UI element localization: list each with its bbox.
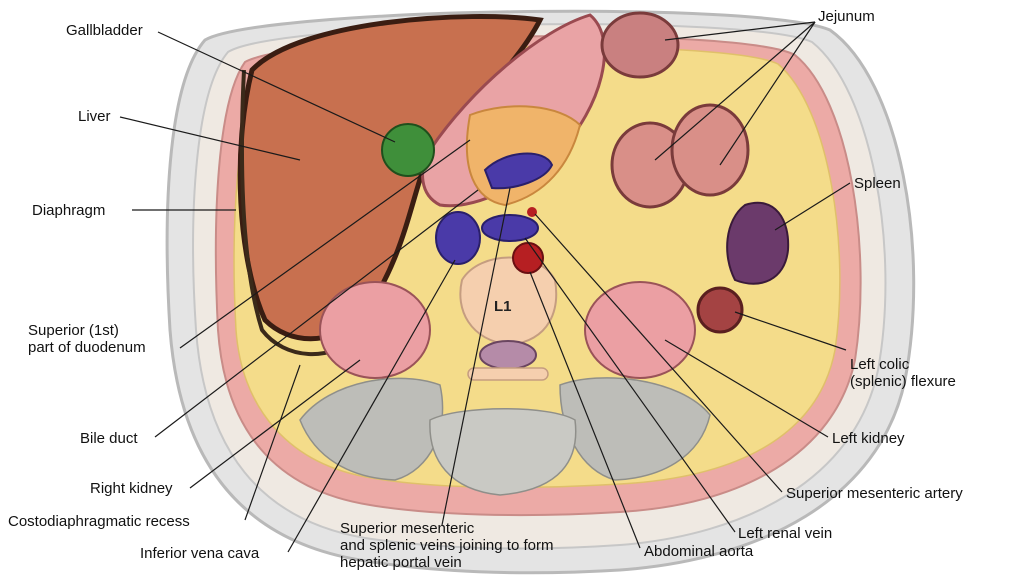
label-costodiaphragmatic: Costodiaphragmatic recess [8,513,190,530]
label-sma: Superior mesenteric artery [786,485,963,502]
label-gallbladder: Gallbladder [66,22,143,39]
label-portal-vein: Superior mesenteric and splenic veins jo… [340,520,553,571]
spinal-canal [480,341,536,369]
label-ivc: Inferior vena cava [140,545,259,562]
vertebra-lamina [468,368,548,380]
gallbladder [382,124,434,176]
spleen [727,203,788,284]
left-renal-vein [482,215,538,241]
abdominal-aorta [513,243,543,273]
left-colic-flexure [698,288,742,332]
label-colic-flexure: Left colic (splenic) flexure [850,356,956,390]
label-liver: Liver [78,108,111,125]
jejunum-loop-top [602,13,678,77]
label-diaphragm: Diaphragm [32,202,105,219]
superior-mesenteric-artery [527,207,537,217]
label-left-kidney: Left kidney [832,430,905,447]
label-aorta: Abdominal aorta [644,543,753,560]
jejunum-loop-right [672,105,748,195]
label-spleen: Spleen [854,175,901,192]
label-jejunum: Jejunum [818,8,875,25]
vertebra-label: L1 [494,298,512,315]
label-bile-duct: Bile duct [80,430,138,447]
right-kidney [320,282,430,378]
inferior-vena-cava [436,212,480,264]
left-kidney [585,282,695,378]
label-left-renal-vein: Left renal vein [738,525,832,542]
label-duodenum: Superior (1st) part of duodenum [28,322,146,356]
label-right-kidney: Right kidney [90,480,173,497]
